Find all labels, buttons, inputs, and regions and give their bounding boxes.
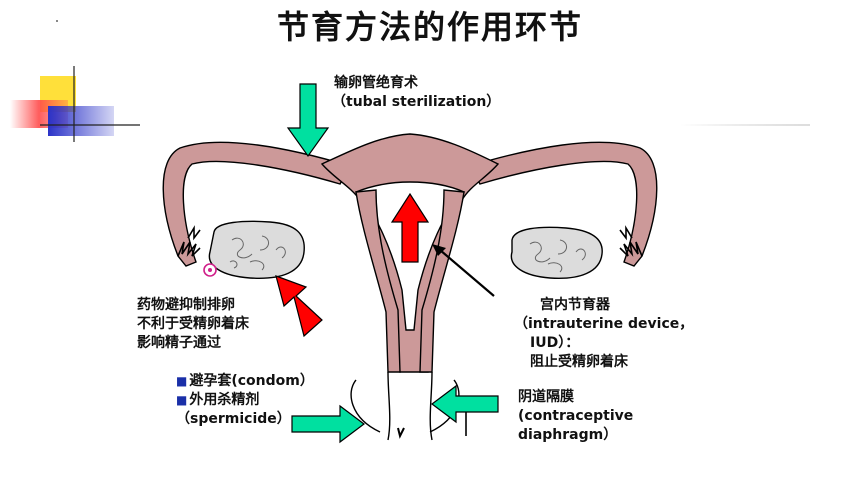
drug-line-1: 药物避抑制排卵 [137,297,235,313]
deco-line [680,124,810,126]
diaphragm-line-3: diaphragm） [518,427,618,443]
spermicide-text: 外用杀精剂 [189,392,260,408]
bullet-icon: ■ [176,374,188,388]
spermicide-line: ■外用杀精剂 [176,391,314,410]
tubal-sterilization-label: 输卵管绝育术 （tubal sterilization） [332,74,501,112]
tubal-arrow [286,83,330,158]
drug-arrow [275,275,323,338]
corner-decoration [10,20,140,142]
diaphragm-arrow [431,384,499,424]
iud-arrow [390,192,430,263]
drug-line-2: 不利于受精卵着床 [137,316,249,332]
tubal-en-text: （tubal sterilization） [332,94,501,110]
condom-line: ■避孕套(condom） [176,372,314,391]
diaphragm-line-2: (contraceptive [518,408,634,424]
spermicide-en-text: （spermicide） [176,411,291,427]
diaphragm-label: 阴道隔膜 (contraceptive diaphragm） [518,388,633,445]
diaphragm-line-1: 阴道隔膜 [518,389,574,405]
tubal-cn-text: 输卵管绝育术 [334,75,418,91]
fimbriae-left [177,225,201,257]
barrier-label: ■避孕套(condom） ■外用杀精剂 （spermicide） [176,372,314,429]
slide-title: 节育方法的作用环节 [276,8,583,46]
ovary-left [203,220,305,279]
iud-label: 宫内节育器 （intrauterine device， IUD）： 阻止受精卵着… [514,296,693,372]
spermicide-arrow [291,404,365,444]
bullet-icon: ■ [176,393,188,407]
iud-pointer [432,244,495,297]
iud-line-1: 宫内节育器 [540,297,610,313]
drug-label: 药物避抑制排卵 不利于受精卵着床 影响精子通过 [137,296,249,353]
iud-line-2: （intrauterine device， [514,316,694,332]
iud-line-3: IUD）： [530,335,580,351]
drug-line-3: 影响精子通过 [137,335,221,351]
ovary-right [510,226,603,279]
iud-line-4: 阻止受精卵着床 [530,354,628,370]
condom-text: 避孕套(condom） [189,373,314,389]
fimbriae-right [619,225,643,257]
